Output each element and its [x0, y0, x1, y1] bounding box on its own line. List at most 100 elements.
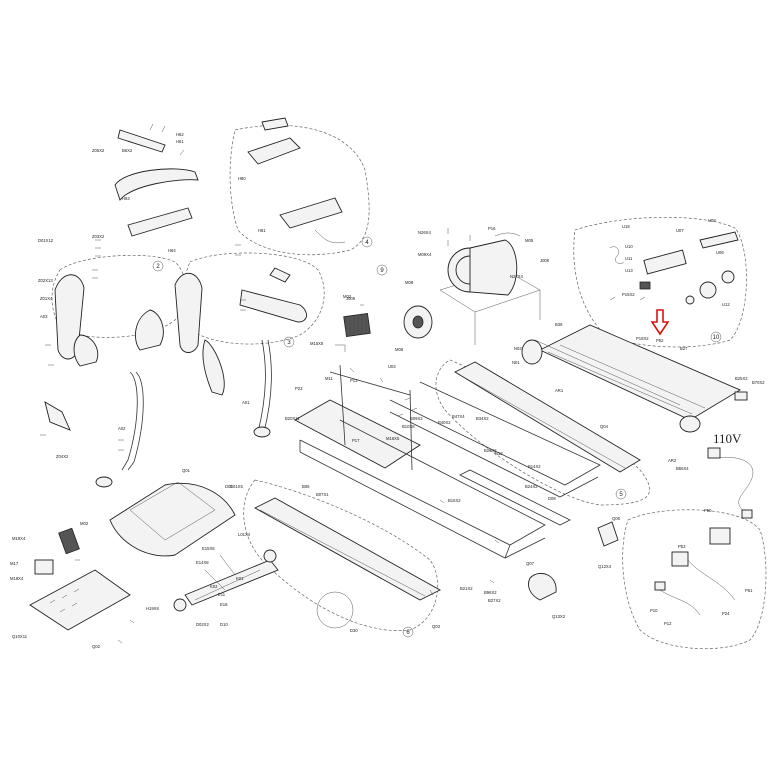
- group-number: 10: [713, 335, 720, 341]
- part-label: P16: [488, 226, 496, 231]
- part-label: Q04: [600, 424, 609, 429]
- part-label: B14X2: [528, 464, 541, 469]
- group-number-markers: 2 3 4 5 6 9 10: [152, 236, 722, 638]
- part-label: B66X4: [676, 466, 689, 471]
- red-arrow-marker: [650, 309, 670, 336]
- side-rails: [254, 361, 641, 601]
- group-number: 2: [156, 264, 160, 270]
- part-label: B40X2: [438, 420, 451, 425]
- part-label: M18X4: [10, 576, 24, 581]
- roller-assembly: [609, 231, 739, 305]
- part-label: U10: [625, 244, 633, 249]
- part-label: B27X2: [488, 598, 501, 603]
- part-label: M15X8: [310, 341, 324, 346]
- part-label: P13: [350, 378, 358, 383]
- part-label: A03: [40, 314, 48, 319]
- part-label: M19X4: [12, 536, 26, 541]
- main-frame: [294, 364, 601, 559]
- part-label: P50: [704, 508, 712, 513]
- part-label: Z03X2: [92, 234, 105, 239]
- part-label: U13: [625, 268, 633, 273]
- part-label: Q06: [612, 516, 621, 521]
- fasteners: [40, 123, 646, 644]
- part-label: P18X2: [636, 336, 649, 341]
- part-label: Q01: [182, 468, 191, 473]
- part-label: M17: [10, 561, 19, 566]
- group-number: 9: [380, 268, 384, 274]
- part-label: U04: [388, 364, 396, 369]
- part-label: M16X5: [386, 436, 400, 441]
- part-label: B21X2: [460, 586, 473, 591]
- part-label: H63: [122, 196, 130, 201]
- part-label: D08: [548, 496, 556, 501]
- motor-hood: [109, 481, 236, 557]
- part-label: B36: [555, 322, 563, 327]
- motor-assembly: [403, 232, 541, 345]
- part-label: Q03: [432, 624, 441, 629]
- part-label: B26X2: [484, 448, 497, 453]
- part-label: E14X8: [196, 560, 209, 565]
- part-label: D01: [225, 484, 233, 489]
- part-label: B15X2: [448, 498, 461, 503]
- part-label: Q02: [92, 644, 101, 649]
- part-label: U08: [708, 218, 716, 223]
- part-label: Q10X11: [12, 634, 28, 639]
- controller-board: [335, 312, 371, 352]
- part-label: P17: [352, 438, 360, 443]
- part-label: K01: [236, 576, 244, 581]
- part-label: U06: [716, 250, 724, 255]
- part-label: L01X4: [238, 532, 251, 537]
- part-label: A02: [118, 426, 126, 431]
- part-label: P12: [664, 621, 672, 626]
- part-label: B27: [680, 346, 688, 351]
- part-label: U11: [625, 256, 633, 261]
- part-label: M02: [80, 521, 89, 526]
- part-label: E15X8: [202, 546, 215, 551]
- power-cord-assembly: [654, 447, 754, 616]
- part-label: H81: [258, 228, 266, 233]
- part-label: M05: [525, 238, 534, 243]
- part-label: M08: [405, 280, 414, 285]
- part-label: B10X8: [402, 424, 415, 429]
- part-label: U18: [622, 224, 630, 229]
- part-label: Z05X2: [92, 148, 105, 153]
- part-label: Q13X2: [552, 614, 566, 619]
- part-label: P15X2: [622, 292, 635, 297]
- part-label: P51: [745, 588, 753, 593]
- part-label: M09X4: [418, 252, 432, 257]
- incline-assembly: [173, 549, 279, 612]
- front-wheels: [316, 521, 619, 629]
- part-label: D10: [220, 622, 228, 627]
- part-label: N26X4: [418, 230, 431, 235]
- part-label: Z02X13: [38, 278, 53, 283]
- part-label: B20X11: [285, 416, 300, 421]
- part-label: B96X2: [484, 590, 497, 595]
- part-label: P23: [295, 386, 303, 391]
- part-label: N02: [514, 346, 522, 351]
- part-label: J009: [346, 296, 356, 301]
- part-label: N27X4: [510, 274, 523, 279]
- part-label: AR2: [668, 458, 677, 463]
- voltage-label: 110V: [713, 431, 742, 446]
- part-label: Z01X4: [40, 296, 53, 301]
- part-label: B06: [302, 484, 310, 489]
- part-label: D01X5: [230, 484, 243, 489]
- part-label: D02X2: [196, 622, 209, 627]
- part-label: AR1: [555, 388, 564, 393]
- part-label: U12: [722, 302, 730, 307]
- group-number: 4: [365, 240, 369, 246]
- part-label: Q12X4: [598, 564, 612, 569]
- part-label: E11: [218, 592, 226, 597]
- part-label: B70X2: [752, 380, 765, 385]
- running-deck: [521, 324, 748, 433]
- part-label: Z04X2: [56, 454, 69, 459]
- part-label: M06: [395, 347, 404, 352]
- part-label: H80: [238, 176, 246, 181]
- part-label: H64: [168, 248, 176, 253]
- part-label: M02: [343, 294, 352, 299]
- part-label: B24X2: [525, 484, 538, 489]
- part-label: E16: [220, 602, 228, 607]
- part-label: K02: [210, 584, 218, 589]
- part-label: U07: [676, 228, 684, 233]
- part-label: P10: [650, 608, 658, 613]
